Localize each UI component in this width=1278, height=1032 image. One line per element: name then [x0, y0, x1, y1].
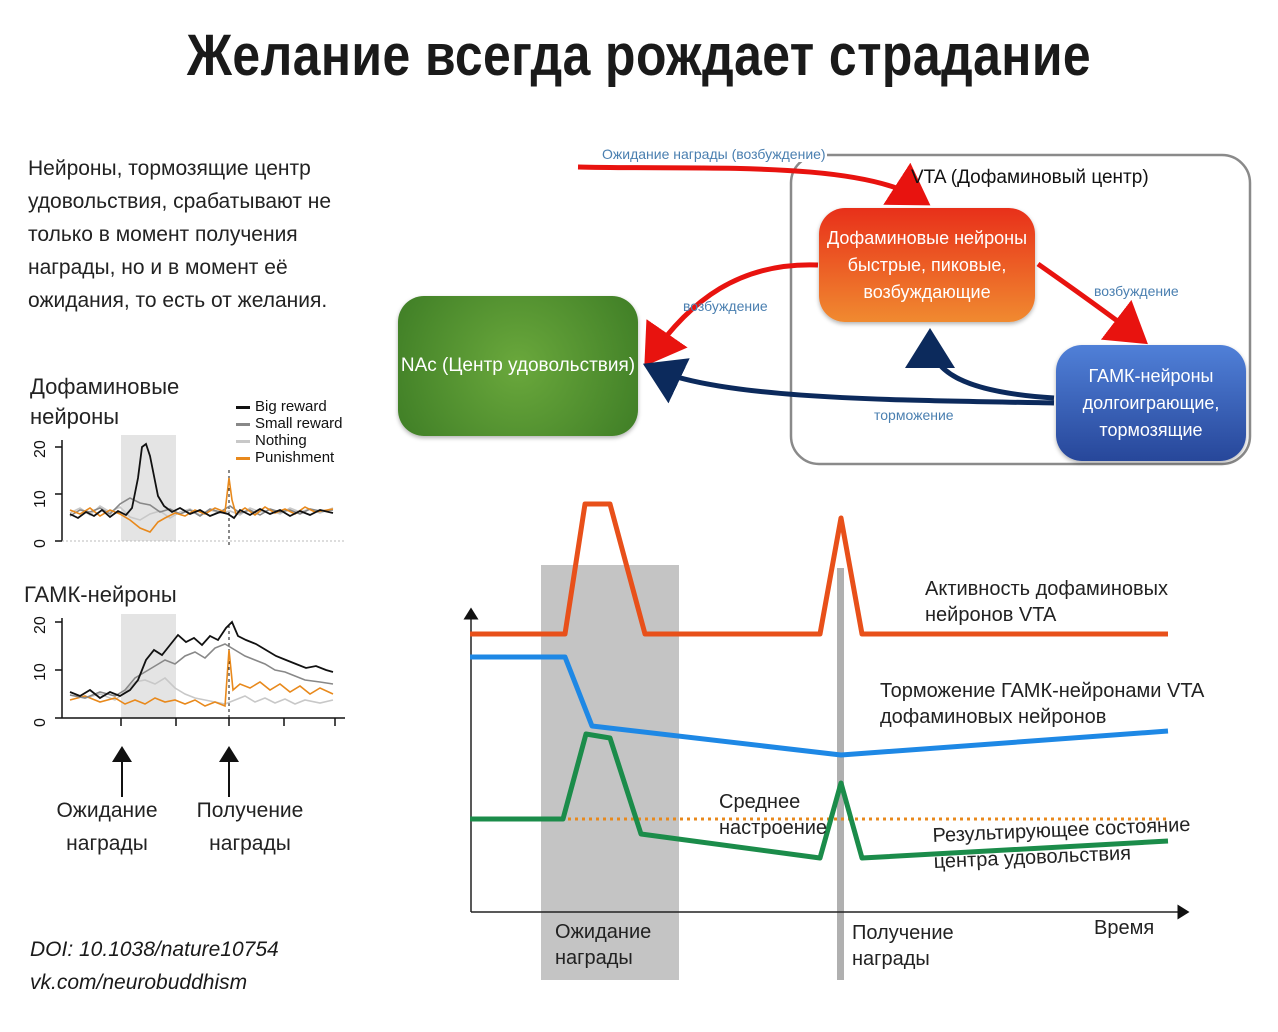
gaba-inhibition-label: Торможение ГАМК-нейронами VTA дофаминовы…	[880, 680, 1205, 728]
nac-node: NAc (Центр удовольствия)	[398, 296, 638, 436]
dopamine-activity-line	[470, 501, 1168, 637]
gaba-expect-shade	[121, 614, 176, 718]
dopamine-neurons-node: Дофаминовые нейроны быстрые, пиковые, во…	[819, 208, 1035, 322]
expect-period-shade	[541, 565, 679, 980]
inhibit-label: торможение	[874, 407, 954, 423]
legend-nothing: Nothing	[236, 432, 343, 449]
gaba-panel-label: ГАМК-нейроны	[24, 582, 177, 607]
doi-text: DOI: 10.1038/nature10754	[30, 938, 279, 961]
gaba-trace-punishment	[69, 649, 334, 708]
gaba-node-line1: ГАМК-нейроны	[1088, 365, 1214, 386]
gaba-inhibition-line	[470, 654, 1169, 758]
dopamine-to-gaba-arrow	[1036, 261, 1148, 345]
dopamine-trace-big	[69, 442, 334, 520]
gaba-trace-small	[69, 643, 334, 699]
legend-big-reward: Big reward	[236, 398, 343, 415]
legend-punishment: Punishment	[236, 449, 343, 466]
footer: DOI: 10.1038/nature10754 vk.com/neurobud…	[30, 933, 279, 999]
receive-label: Получение награды	[196, 799, 304, 855]
reward-moment-bar	[837, 568, 844, 980]
expect-period-label: Ожидание награды	[555, 921, 652, 969]
receive-moment-label: Получение награды	[852, 922, 954, 970]
intro-text: Нейроны, тормозящие центр удовольствия, …	[28, 157, 332, 312]
vta-label: VTA (Дофаминовый центр)	[911, 167, 1149, 188]
dopamine-trace-punishment	[69, 477, 334, 533]
gaba-node-line3: тормозящие	[1099, 419, 1203, 440]
legend-small-reward: Small reward	[236, 415, 343, 432]
dopamine-neuron-plot	[55, 435, 345, 545]
gaba-to-dopamine-arrow	[905, 328, 1055, 401]
dopamine-node-line2: быстрые, пиковые,	[847, 254, 1007, 275]
dopamine-to-nac-arrow	[644, 262, 819, 367]
dopamine-node-line1: Дофаминовые нейроны	[826, 227, 1028, 248]
expect-label: Ожидание награды	[56, 799, 158, 855]
expect-excite-arrow	[577, 162, 931, 206]
nac-node-label: NAc (Центр удовольствия)	[400, 355, 636, 376]
dopamine-activity-label: Активность дофаминовых нейронов VTA	[925, 578, 1169, 626]
vta-box	[789, 153, 1252, 466]
gaba-neurons-node: ГАМК-нейроны долгоиграющие, тормозящие	[1056, 345, 1246, 461]
mean-mood-label: Среднее настроение	[719, 791, 828, 839]
vk-link[interactable]: vk.com/neurobuddhism	[30, 971, 248, 994]
time-axis-label: Время	[1094, 917, 1155, 939]
gaba-to-nac-arrow	[642, 358, 1055, 406]
expect-excite-label: Ожидание награды (возбуждение)	[601, 146, 827, 162]
dopamine-node-line3: возбуждающие	[863, 281, 991, 302]
dopamine-panel-label: Дофаминовые нейроны	[30, 374, 180, 429]
gaba-neuron-plot	[55, 614, 345, 726]
page-title: Желание всегда рождает страдание	[186, 23, 1092, 88]
excite-left-label: возбуждение	[683, 298, 768, 314]
excite-right-label: возбуждение	[1094, 283, 1179, 299]
legend: Big reward Small reward Nothing Punishme…	[236, 398, 343, 466]
gaba-trace-big	[69, 620, 334, 700]
result-state-line	[470, 731, 1169, 861]
gaba-node-line2: долгоиграющие,	[1082, 392, 1220, 413]
